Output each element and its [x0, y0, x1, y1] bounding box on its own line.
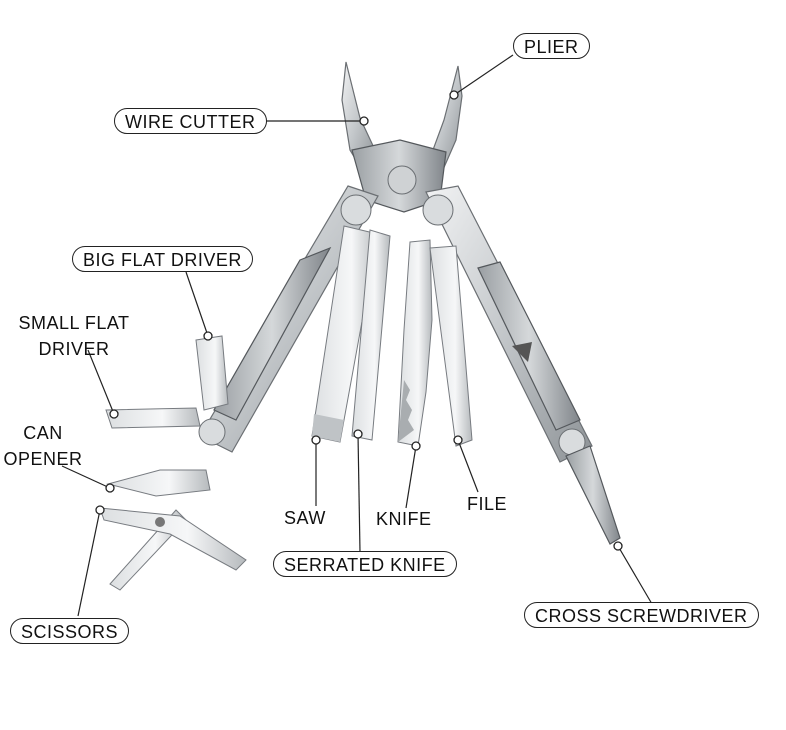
logo-emblem	[512, 342, 532, 362]
saw-blade	[311, 225, 379, 443]
leader-lines	[61, 54, 653, 617]
label-can-opener: CAN OPENER	[0, 420, 86, 472]
label-knife: KNIFE	[376, 509, 432, 529]
label-can-opener-line2: OPENER	[3, 449, 83, 469]
label-saw: SAW	[284, 508, 326, 528]
label-small-flat-driver-line2: DRIVER	[38, 339, 110, 359]
right-handle	[422, 185, 593, 463]
cross-screwdriver-bit	[565, 445, 621, 545]
small-flat-driver-tool	[105, 407, 201, 429]
label-small-flat-driver-line1: SMALL FLAT	[18, 313, 130, 333]
label-small-flat-driver: SMALL FLAT DRIVER	[8, 310, 140, 362]
knife-blade	[397, 239, 433, 447]
label-big-flat-driver: BIG FLAT DRIVER	[72, 246, 253, 272]
label-cross-screwdriver: CROSS SCREWDRIVER	[524, 602, 759, 628]
serrated-knife-blade	[351, 229, 391, 441]
label-wire-cutter: WIRE CUTTER	[114, 108, 267, 134]
label-scissors: SCISSORS	[10, 618, 130, 644]
left-handle	[198, 185, 379, 453]
leader-dots	[95, 90, 623, 551]
label-serrated-knife: SERRATED KNIFE	[273, 551, 457, 577]
can-opener-tool	[106, 469, 211, 497]
plier-jaws	[341, 61, 463, 213]
big-flat-driver-tool	[195, 335, 229, 411]
label-plier: PLIER	[513, 33, 590, 59]
label-file: FILE	[467, 494, 508, 514]
scissors-tool	[99, 507, 247, 591]
file-blade	[429, 245, 473, 447]
label-can-opener-line1: CAN	[23, 423, 63, 443]
